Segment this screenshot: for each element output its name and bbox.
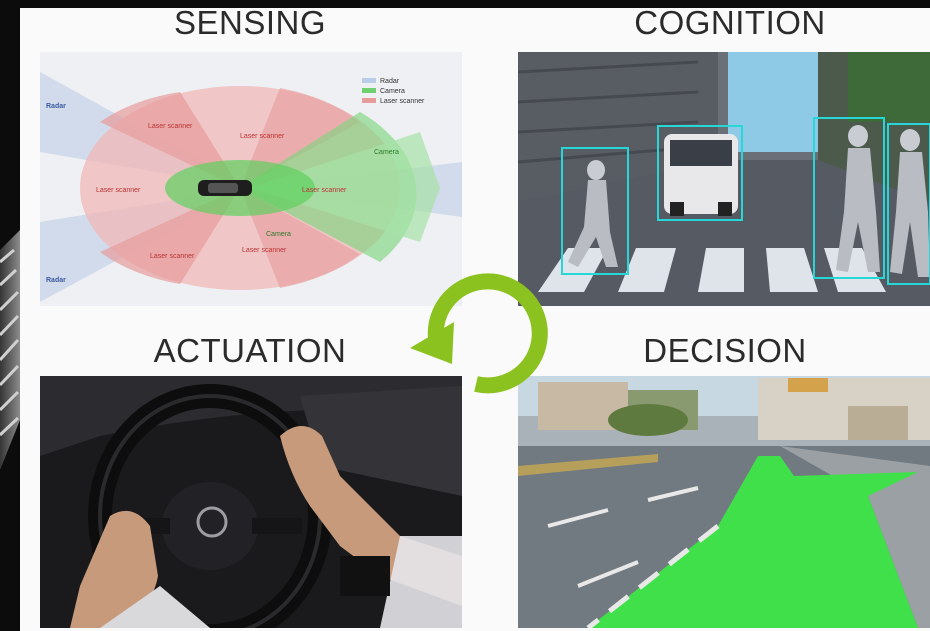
radar-label-bottom: Radar [46,277,66,284]
cycle-arrow-icon [410,273,548,394]
detection-box-vehicle [657,125,743,221]
laser-label-2: Laser scanner [240,133,285,140]
camera-label-1: Camera [374,149,399,156]
actuation-image [40,376,462,628]
radar-label-top: Radar [46,103,66,110]
laser-label-3: Laser scanner [96,187,141,194]
detection-box-pedestrian-3 [887,123,930,285]
cognition-title: COGNITION [634,4,826,41]
laser-label-6: Laser scanner [242,247,287,254]
laser-label-1: Laser scanner [148,123,193,130]
legend-camera: Camera [380,88,405,95]
detection-box-pedestrian-1 [561,147,629,275]
sensing-diagram: Radar Radar Laser scanner Laser scanner … [40,52,462,306]
camera-label-2: Camera [266,231,291,238]
cognition-image [518,52,930,306]
actuation-title: ACTUATION [153,332,347,369]
sensing-title: SENSING [173,4,327,41]
laser-label-4: Laser scanner [302,187,347,194]
drivable-path-overlay [588,456,918,628]
detection-box-pedestrian-2 [813,117,885,279]
legend-laser: Laser scanner [380,98,425,105]
laser-label-5: Laser scanner [150,253,195,260]
decision-image [518,376,930,628]
decision-title: DECISION [643,332,807,369]
legend-radar: Radar [380,78,400,85]
